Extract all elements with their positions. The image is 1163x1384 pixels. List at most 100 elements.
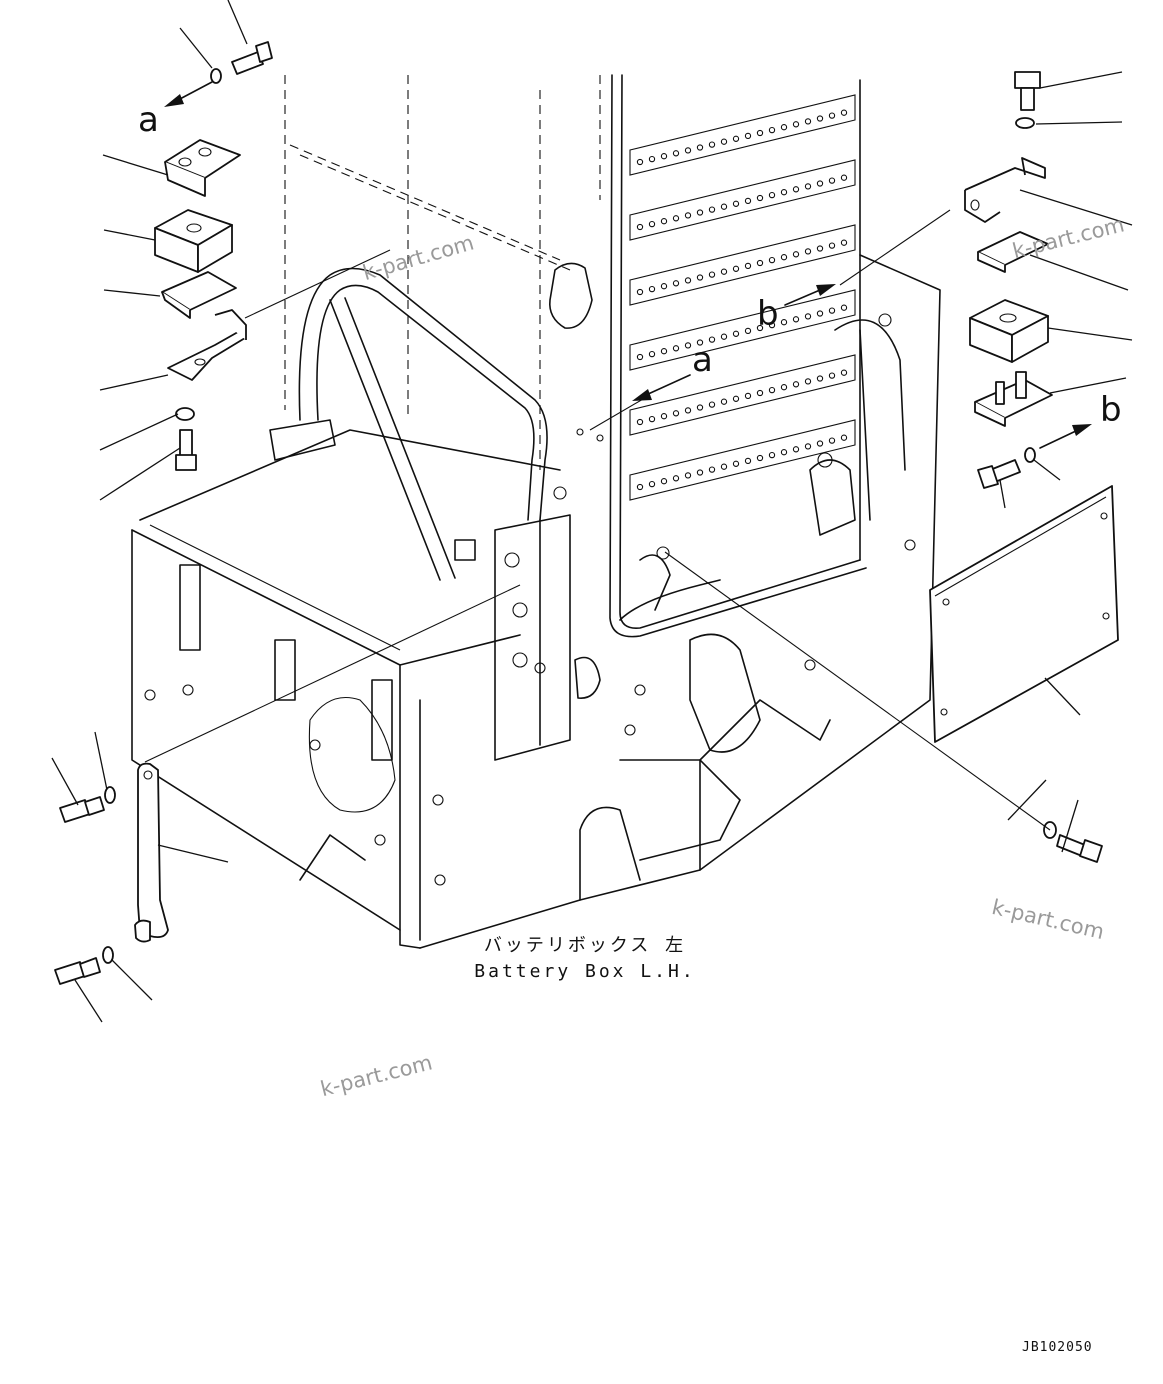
- perforation-hole: [828, 242, 836, 249]
- clamp-block-right: [969, 299, 1049, 363]
- leader-lines: [51, 0, 1133, 1023]
- perforation-hole: [708, 336, 716, 343]
- perforation-hole: [636, 223, 644, 231]
- perforation-hole: [732, 200, 740, 207]
- perforation-hole: [744, 457, 752, 465]
- perforation-hole: [744, 327, 752, 335]
- perforation-holes: [636, 109, 848, 491]
- perforation-hole: [756, 259, 764, 267]
- perforation-hole: [660, 413, 668, 420]
- perforation-hole: [792, 381, 800, 388]
- reference-arrow-a-lower: [632, 374, 691, 401]
- perforation-hole: [720, 268, 728, 275]
- perforation-hole: [672, 280, 680, 287]
- perforation-hole: [768, 191, 776, 199]
- perforation-hole: [648, 480, 656, 488]
- caption-japanese: バッテリボックス 左: [483, 935, 687, 956]
- perforation-hole: [792, 316, 800, 323]
- perforation-hole: [780, 124, 788, 131]
- perforation-hole: [660, 283, 668, 290]
- perforation-hole: [660, 153, 668, 160]
- perforation-hole: [840, 174, 848, 181]
- perforation-hole: [636, 288, 644, 296]
- perforation-hole: [720, 398, 728, 405]
- perforation-hole: [768, 321, 776, 329]
- perforation-hole: [780, 384, 788, 391]
- perforation-hole: [792, 251, 800, 258]
- clamp-plate-lower-right: [974, 371, 1053, 427]
- drawing-code: JB102050: [1022, 1340, 1093, 1355]
- perforation-hole: [780, 189, 788, 196]
- perforation-hole: [780, 319, 788, 326]
- perforation-hole: [768, 126, 776, 134]
- washer-right: [1024, 447, 1036, 463]
- reference-arrow-b-upper: [784, 284, 836, 306]
- reference-letter-a-lower: a: [692, 340, 713, 380]
- bolt-cover: [1056, 834, 1103, 863]
- perforation-hole: [732, 265, 740, 272]
- perforation-hole: [792, 186, 800, 193]
- handrail: [284, 75, 601, 581]
- perforation-hole: [720, 333, 728, 340]
- perforation-hole: [828, 177, 836, 184]
- perforation-hole: [744, 132, 752, 140]
- perforation-hole: [840, 434, 848, 441]
- perforation-hole: [732, 395, 740, 402]
- perforation-hole: [696, 404, 704, 411]
- perforation-hole: [636, 353, 644, 361]
- perforation-hole: [768, 256, 776, 264]
- perforation-hole: [804, 118, 812, 125]
- washer-lever-upper: [104, 786, 116, 804]
- caption-english: Battery Box L.H.: [474, 961, 696, 982]
- perforation-hole: [648, 415, 656, 423]
- perforation-hole: [708, 206, 716, 213]
- reference-letter-b-upper: b: [757, 294, 779, 334]
- bracket-right: [964, 157, 1046, 223]
- clamp-plate-top-left: [164, 139, 241, 197]
- clamp-plate-top-right: [977, 231, 1049, 273]
- perforation-hole: [828, 372, 836, 379]
- clamp-block-left: [154, 209, 233, 273]
- perforation-hole: [804, 313, 812, 320]
- perforation-hole: [732, 330, 740, 337]
- assembly-center-lines: [144, 209, 1051, 831]
- perforation-hole: [684, 147, 692, 154]
- perforation-hole: [840, 304, 848, 311]
- washer-upper-right: [1015, 117, 1035, 129]
- perforation-hole: [684, 342, 692, 349]
- perforation-hole: [732, 135, 740, 142]
- perforation-hole: [708, 141, 716, 148]
- perforation-hole: [636, 158, 644, 166]
- step-ladder: [609, 74, 867, 638]
- perforation-hole: [672, 150, 680, 157]
- perforation-hole: [804, 443, 812, 450]
- perforation-hole: [732, 460, 740, 467]
- perforation-hole: [840, 369, 848, 376]
- perforation-hole: [672, 475, 680, 482]
- perforation-hole: [636, 418, 644, 426]
- perforation-hole: [708, 271, 716, 278]
- perforation-hole: [804, 183, 812, 190]
- clamp-plate-lower-left: [161, 271, 237, 319]
- bolt-lower-left: [175, 429, 197, 471]
- perforation-hole: [756, 454, 764, 462]
- perforation-hole: [672, 215, 680, 222]
- perforation-hole: [744, 392, 752, 400]
- washer-lower-left: [175, 407, 195, 421]
- perforation-hole: [648, 220, 656, 228]
- perforation-hole: [684, 277, 692, 284]
- perforation-hole: [684, 472, 692, 479]
- perforation-hole: [828, 437, 836, 444]
- washer-upper-left: [210, 68, 222, 84]
- battery-box-body: [131, 254, 941, 949]
- perforation-hole: [648, 285, 656, 293]
- perforation-hole: [792, 121, 800, 128]
- bolt-upper-left: [231, 41, 273, 75]
- reference-arrow-a-upper: [164, 81, 213, 107]
- perforation-hole: [648, 155, 656, 163]
- perforation-hole: [720, 463, 728, 470]
- perforation-hole: [708, 466, 716, 473]
- perforation-hole: [828, 112, 836, 119]
- perforation-hole: [816, 180, 824, 187]
